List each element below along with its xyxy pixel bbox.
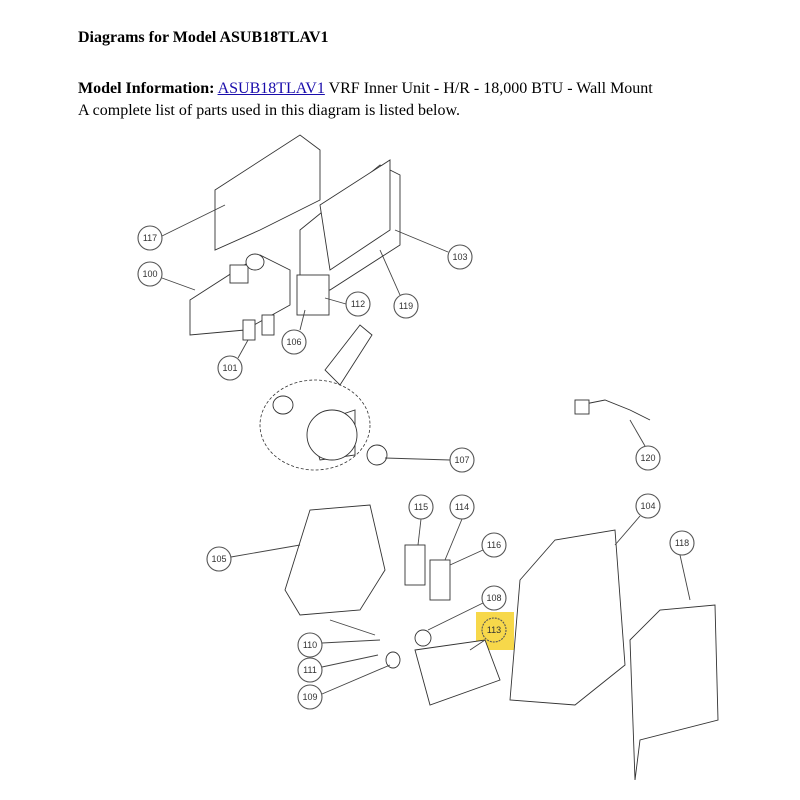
- callout-109[interactable]: 109: [297, 684, 323, 710]
- callout-117[interactable]: 117: [137, 225, 163, 251]
- svg-text:100: 100: [142, 269, 157, 279]
- svg-text:115: 115: [414, 502, 428, 512]
- callout-114[interactable]: 114: [449, 494, 475, 520]
- callout-105[interactable]: 105: [206, 546, 232, 572]
- parts-list-note: A complete list of parts used in this di…: [78, 102, 461, 119]
- part-shapes: [189, 134, 719, 781]
- svg-text:118: 118: [675, 538, 689, 548]
- svg-text:110: 110: [303, 640, 317, 650]
- svg-text:105: 105: [211, 554, 226, 564]
- callout-116[interactable]: 116: [481, 532, 507, 558]
- callout-111[interactable]: 111: [297, 657, 323, 683]
- svg-text:104: 104: [640, 501, 655, 511]
- svg-text:106: 106: [286, 337, 301, 347]
- svg-text:120: 120: [640, 453, 655, 463]
- callout-106[interactable]: 106: [281, 329, 307, 355]
- svg-text:116: 116: [487, 540, 501, 550]
- page-title: Diagrams for Model ASUB18TLAV1: [78, 29, 329, 46]
- callout-120[interactable]: 120: [635, 445, 661, 471]
- svg-text:109: 109: [302, 692, 317, 702]
- svg-text:112: 112: [351, 299, 365, 309]
- model-link[interactable]: ASUB18TLAV1: [217, 80, 325, 97]
- callout-110[interactable]: 110: [297, 632, 323, 658]
- svg-text:111: 111: [303, 665, 317, 675]
- svg-text:114: 114: [455, 502, 469, 512]
- callout-101[interactable]: 101: [217, 355, 243, 381]
- callout-113[interactable]: 113: [481, 617, 507, 643]
- callout-119[interactable]: 119: [393, 293, 419, 319]
- model-information: Model Information: ASUB18TLAV1 VRF Inner…: [78, 78, 653, 122]
- svg-text:101: 101: [222, 363, 237, 373]
- svg-text:113: 113: [487, 625, 501, 635]
- svg-text:117: 117: [143, 233, 157, 243]
- callout-100[interactable]: 100: [137, 261, 163, 287]
- svg-text:103: 103: [452, 252, 467, 262]
- callout-104[interactable]: 104: [635, 493, 661, 519]
- svg-text:107: 107: [454, 455, 469, 465]
- svg-text:119: 119: [399, 301, 413, 311]
- model-info-label: Model Information:: [78, 80, 215, 97]
- callout-108[interactable]: 108: [481, 585, 507, 611]
- callout-112[interactable]: 112: [345, 291, 371, 317]
- callout-107[interactable]: 107: [449, 447, 475, 473]
- leader-lines: [161, 204, 691, 695]
- callout-115[interactable]: 115: [408, 494, 434, 520]
- callout-118[interactable]: 118: [669, 530, 695, 556]
- model-description: VRF Inner Unit - H/R - 18,000 BTU - Wall…: [328, 80, 653, 97]
- svg-text:108: 108: [486, 593, 501, 603]
- callout-103[interactable]: 103: [447, 244, 473, 270]
